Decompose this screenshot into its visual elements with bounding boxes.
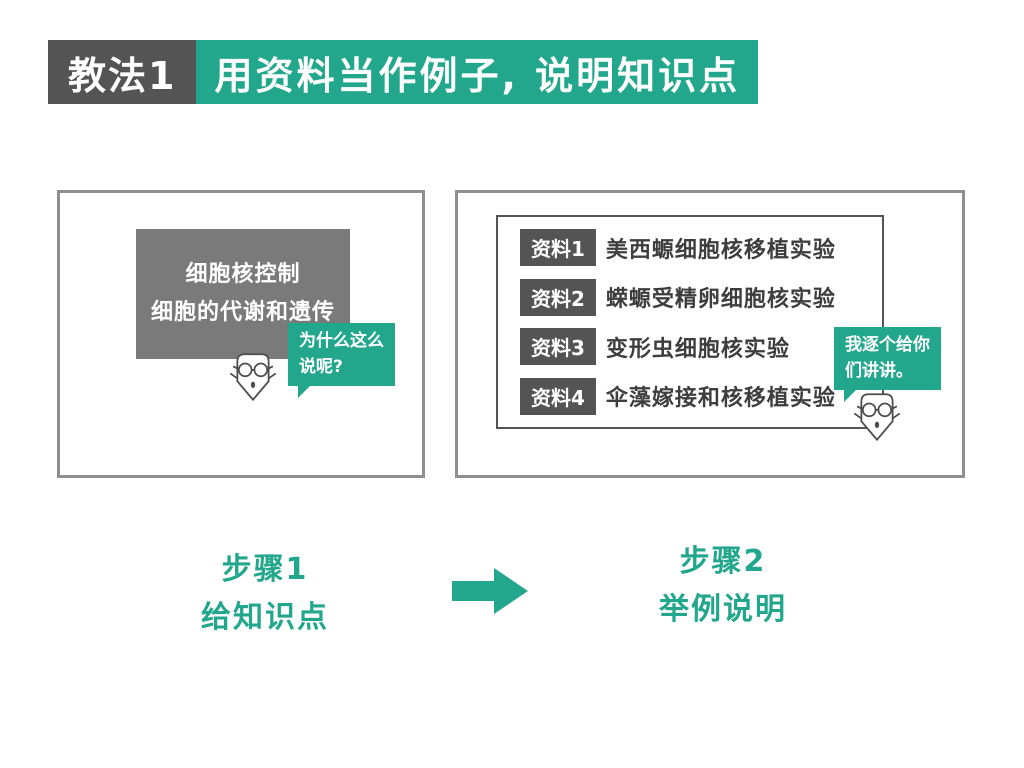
material-label: 变形虫细胞核实验 xyxy=(605,336,790,362)
step1-subtitle: 给知识点 xyxy=(201,600,329,635)
material-badge: 资料1 xyxy=(520,229,596,267)
step1-title: 步骤1 xyxy=(221,552,309,587)
header: 教法1 用资料当作例子, 说明知识点 xyxy=(48,40,759,104)
knowledge-line-2: 细胞的代谢和遗传 xyxy=(150,300,335,325)
page-title: 用资料当作例子, 说明知识点 xyxy=(196,40,759,104)
material-badge: 资料2 xyxy=(520,278,596,316)
speech-bubble-why: 为什么这么 说呢? xyxy=(288,323,395,398)
step2-subtitle: 举例说明 xyxy=(659,592,787,627)
cell-character-icon xyxy=(850,391,904,443)
method-badge: 教法1 xyxy=(48,40,197,104)
material-row: 资料4 伞藻嫁接和核移植实验 xyxy=(520,377,882,415)
speech-bubble-explain: 我逐个给你 们讲讲。 xyxy=(834,327,941,402)
step1-panel: 细胞核控制 细胞的代谢和遗传 为什么这么 说呢? xyxy=(57,190,425,478)
material-row: 资料3 变形虫细胞核实验 xyxy=(520,328,882,366)
bubble-line-2: 说呢? xyxy=(299,356,343,377)
step2-title: 步骤2 xyxy=(679,544,767,579)
material-badge: 资料3 xyxy=(520,328,596,366)
material-label: 美西螈细胞核移植实验 xyxy=(605,237,836,263)
knowledge-line-1: 细胞核控制 xyxy=(185,261,301,287)
knowledge-point-box: 细胞核控制 细胞的代谢和遗传 xyxy=(136,229,350,359)
bubble-line-1: 我逐个给你 xyxy=(845,335,930,355)
arrow-right-icon xyxy=(452,568,528,614)
material-label: 伞藻嫁接和核移植实验 xyxy=(605,386,836,412)
material-row: 资料2 蝾螈受精卵细胞核实验 xyxy=(520,278,882,316)
material-label: 蝾螈受精卵细胞核实验 xyxy=(605,287,836,313)
cell-character-icon xyxy=(226,351,280,403)
step2-panel: 资料1 美西螈细胞核移植实验 资料2 蝾螈受精卵细胞核实验 资料3 变形虫细胞核… xyxy=(455,190,965,478)
materials-list: 资料1 美西螈细胞核移植实验 资料2 蝾螈受精卵细胞核实验 资料3 变形虫细胞核… xyxy=(496,215,884,429)
bubble-line-1: 为什么这么 xyxy=(299,331,384,351)
step1-label: 步骤1 给知识点 xyxy=(140,546,390,642)
bubble-line-2: 们讲讲。 xyxy=(845,360,913,381)
material-row: 资料1 美西螈细胞核移植实验 xyxy=(520,229,882,267)
step2-label: 步骤2 举例说明 xyxy=(598,538,848,634)
material-badge: 资料4 xyxy=(520,377,596,415)
